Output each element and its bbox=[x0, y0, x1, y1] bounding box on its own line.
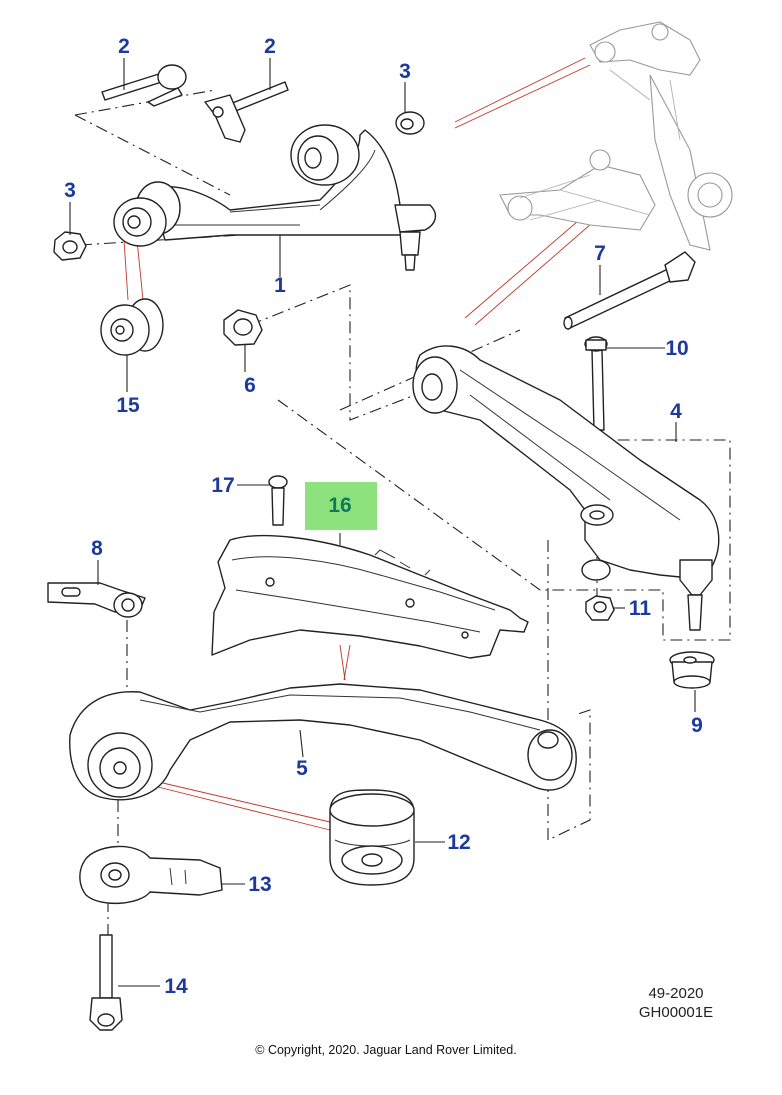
bushing-15 bbox=[100, 298, 164, 356]
leader-lines bbox=[69, 58, 696, 987]
callout-9[interactable]: 9 bbox=[691, 714, 703, 737]
bolt-14 bbox=[89, 934, 123, 1031]
callout-13[interactable]: 13 bbox=[248, 873, 271, 896]
bushing-12 bbox=[329, 789, 415, 886]
bolt-2-right bbox=[204, 81, 289, 143]
nut-11 bbox=[585, 595, 615, 621]
bolt-17 bbox=[268, 475, 288, 526]
callout-7[interactable]: 7 bbox=[594, 242, 606, 265]
callout-labels: 2 2 3 3 1 7 6 15 10 4 17 16 8 11 9 5 12 … bbox=[64, 35, 703, 998]
lower-control-arm bbox=[69, 683, 577, 801]
callout-3-left[interactable]: 3 bbox=[64, 179, 76, 202]
callout-5[interactable]: 5 bbox=[296, 757, 308, 780]
bolt-2-left bbox=[101, 64, 187, 107]
link-8 bbox=[47, 582, 146, 618]
callout-17[interactable]: 17 bbox=[211, 474, 234, 497]
upper-control-arm bbox=[113, 124, 437, 271]
reference-date: 49-2020 bbox=[648, 985, 703, 1002]
callout-4[interactable]: 4 bbox=[670, 400, 682, 423]
callout-2-right[interactable]: 2 bbox=[264, 35, 276, 58]
callout-1[interactable]: 1 bbox=[274, 274, 286, 297]
callout-16[interactable]: 16 bbox=[328, 494, 351, 517]
callout-11[interactable]: 11 bbox=[629, 597, 652, 620]
callout-3-upper[interactable]: 3 bbox=[399, 60, 411, 83]
callout-10[interactable]: 10 bbox=[665, 337, 688, 360]
highlight-box-16 bbox=[305, 482, 377, 530]
copyright-notice: © Copyright, 2020. Jaguar Land Rover Lim… bbox=[255, 1043, 516, 1057]
callout-6[interactable]: 6 bbox=[244, 374, 256, 397]
nut-3-upper bbox=[395, 111, 425, 135]
callout-14[interactable]: 14 bbox=[164, 975, 188, 998]
nut-3-left bbox=[53, 231, 87, 261]
callout-8[interactable]: 8 bbox=[91, 537, 103, 560]
reference-code: GH00001E bbox=[639, 1004, 713, 1021]
front-lower-arm bbox=[412, 345, 720, 631]
bolt-7 bbox=[563, 251, 696, 330]
under-shield-16 bbox=[211, 534, 529, 659]
callout-2-left[interactable]: 2 bbox=[118, 35, 130, 58]
callout-15[interactable]: 15 bbox=[116, 394, 140, 417]
callout-12[interactable]: 12 bbox=[447, 831, 470, 854]
bolt-10 bbox=[584, 336, 608, 431]
nut-6 bbox=[223, 309, 263, 346]
ball-joint-boot-9 bbox=[669, 651, 715, 689]
suspension-assembly-context bbox=[499, 21, 733, 251]
eccentric-plate-13 bbox=[79, 845, 223, 905]
